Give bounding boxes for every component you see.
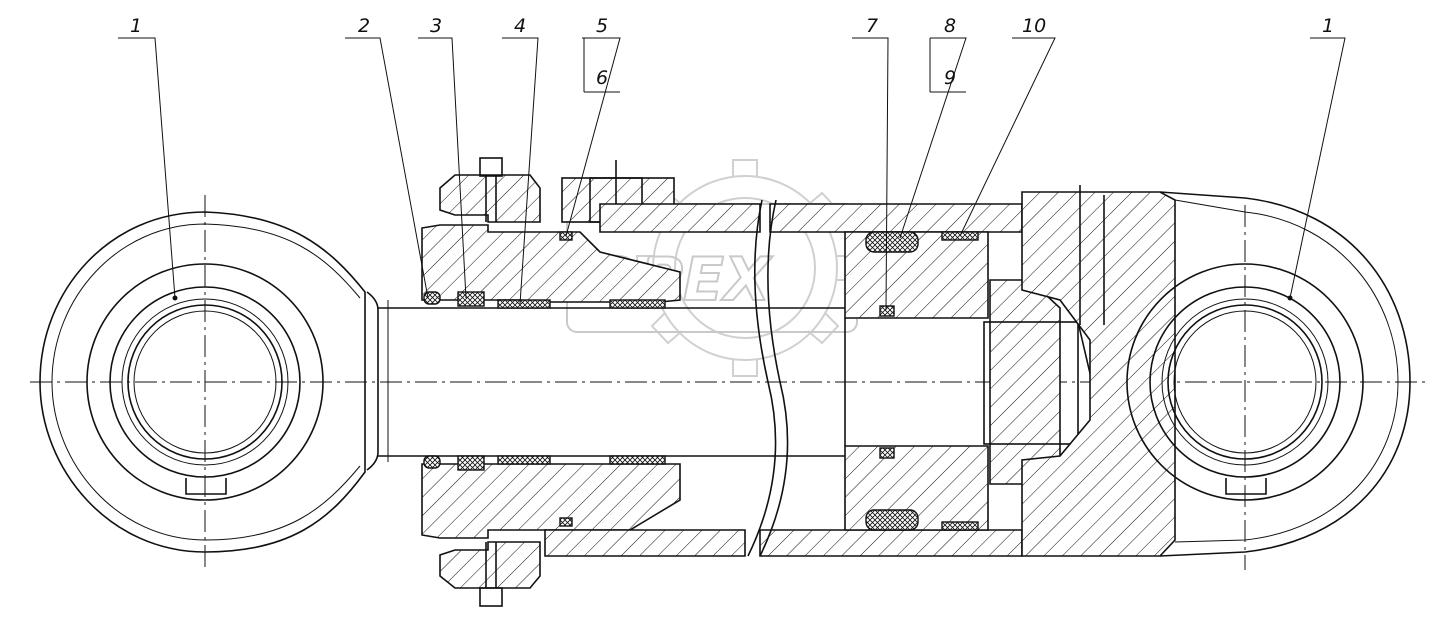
- bolt-bottom: [479, 587, 503, 607]
- callout-10: 10: [1022, 15, 1046, 37]
- callout-9: 9: [944, 67, 956, 89]
- callout-7: 7: [866, 15, 878, 37]
- cylinder-barrel: [544, 199, 1023, 557]
- right-end-cap: [1021, 185, 1411, 570]
- callout-2: 2: [358, 15, 370, 37]
- callout-1-right: 1: [1322, 15, 1334, 37]
- bolt-top: [479, 157, 503, 177]
- piston-seal-8: [865, 231, 919, 253]
- piston-rod: [366, 291, 845, 471]
- callouts: 1 2 3 4 5 6 7 8 9 10 1: [130, 15, 1334, 89]
- callout-8: 8: [944, 15, 956, 37]
- left-rod-eye: [39, 195, 366, 570]
- o-ring-7: [879, 305, 895, 317]
- callout-6: 6: [596, 67, 608, 89]
- seal-2: [423, 291, 441, 305]
- callout-3: 3: [430, 15, 442, 37]
- seal-3: [457, 291, 485, 307]
- guide-ring-4: [497, 299, 551, 309]
- leader-lines: [118, 37, 1346, 311]
- callout-4: 4: [514, 15, 526, 37]
- callout-5: 5: [596, 15, 608, 37]
- piston: [844, 231, 1093, 531]
- callout-1-left: 1: [130, 15, 142, 37]
- left-bearing-outer: [86, 263, 324, 501]
- gland-housing: [421, 157, 681, 607]
